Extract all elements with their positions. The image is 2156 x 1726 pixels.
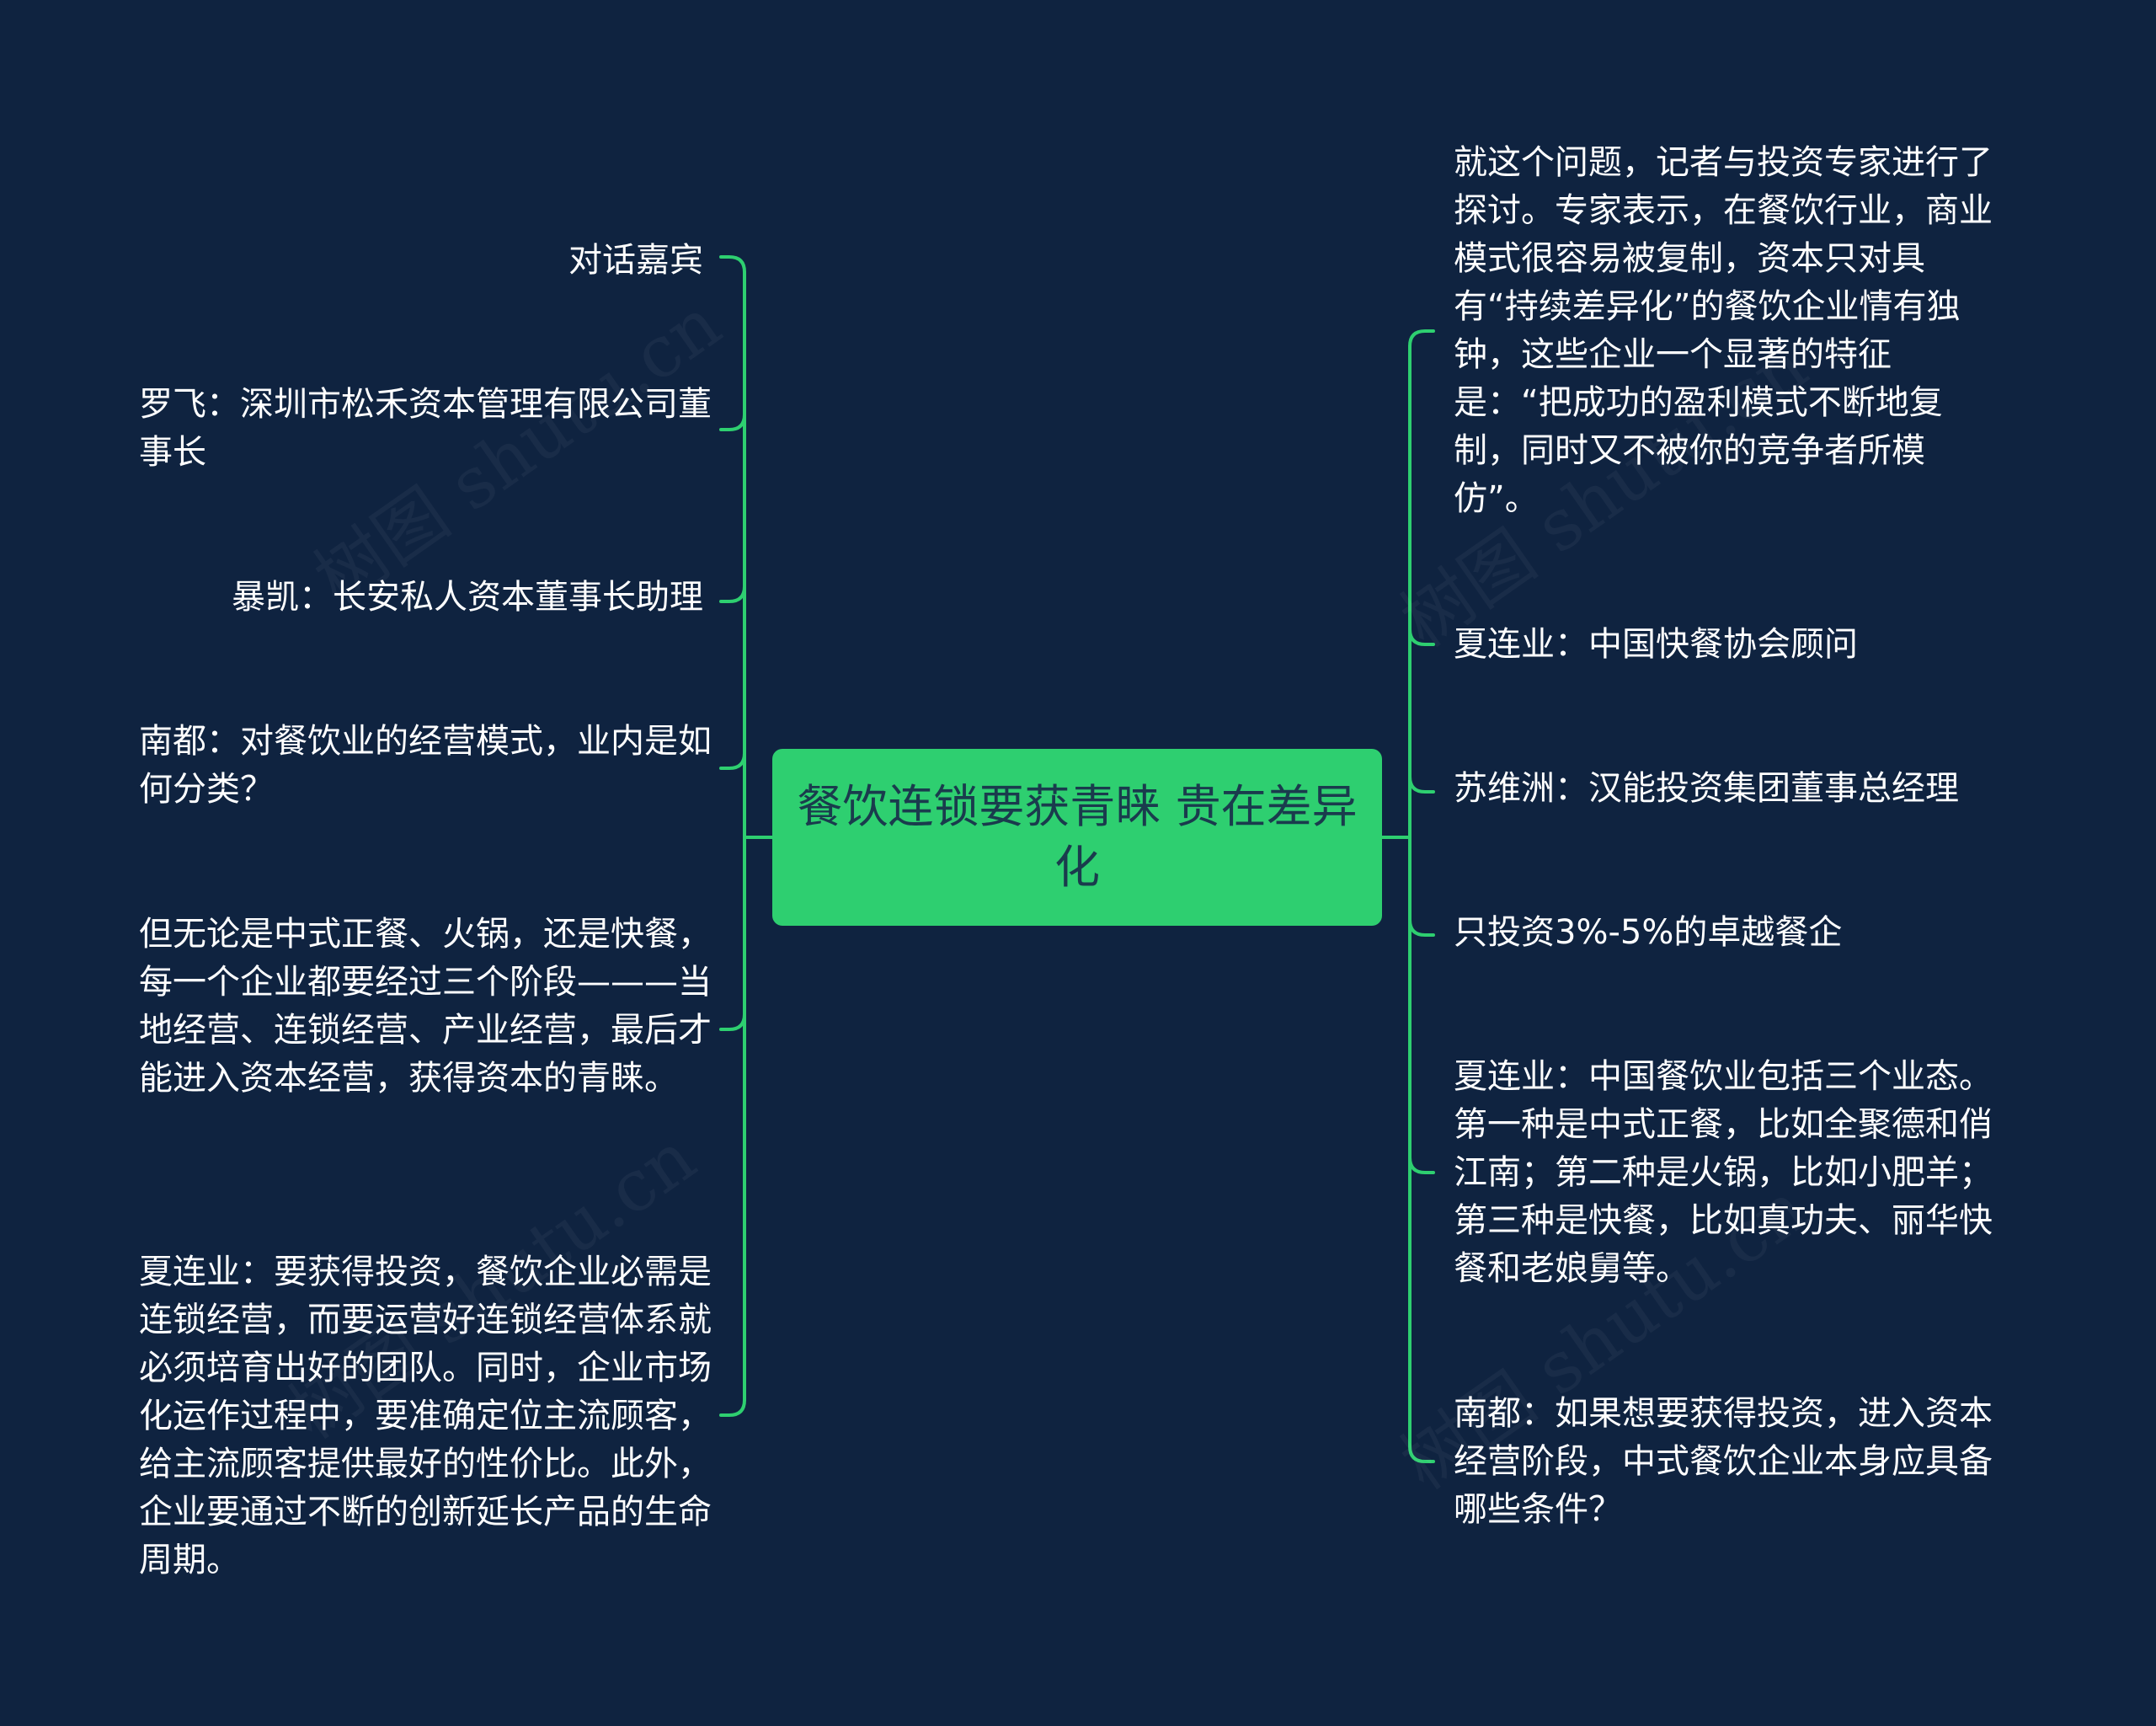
connector-right-branch [1408, 1445, 1435, 1463]
connector-left-branch [719, 751, 746, 770]
connector-right-branch [1408, 628, 1435, 646]
connector-left-branch [719, 413, 746, 431]
left-node-three-stages[interactable]: 但无论是中式正餐、火锅，还是快餐，每一个企业都要经过三个阶段———当地经营、连锁… [139, 915, 712, 1098]
central-topic-label: 餐饮连锁要获青睐 贵在差异化 [797, 780, 1358, 894]
connector-left-branch [719, 585, 746, 603]
left-node-xialianye-chain[interactable]: 夏连业：要获得投资，餐饮企业必需是连锁经营，而要运营好连锁经营体系就必须培育出好… [139, 1253, 712, 1579]
right-node-three-formats[interactable]: 夏连业：中国餐饮业包括三个业态。第一种是中式正餐，比如全聚德和俏江南；第二种是火… [1454, 1057, 1993, 1288]
right-node-question-conditions[interactable]: 南都：如果想要获得投资，进入资本经营阶段，中式餐饮企业本身应具备哪些条件？ [1454, 1394, 1993, 1529]
connector-right-branch [1408, 775, 1435, 794]
right-node-expert-discussion[interactable]: 就这个问题，记者与投资专家进行了探讨。专家表示，在餐饮行业，商业模式很容易被复制… [1454, 143, 1993, 518]
connector-left-branch [719, 255, 746, 274]
left-node-question-classification[interactable]: 南都：对餐饮业的经营模式，业内是如何分类？ [139, 722, 712, 809]
connector-left-branch [719, 1013, 746, 1031]
central-topic[interactable]: 餐饮连锁要获青睐 贵在差异化 [772, 749, 1382, 926]
left-node-guests-heading[interactable]: 对话嘉宾 [568, 241, 703, 280]
connector-right-branch [1408, 1156, 1435, 1174]
connector-right-branch [1408, 329, 1435, 348]
connector-left-branch [719, 1398, 746, 1417]
connector-right-branch [1408, 918, 1435, 937]
left-node-luofei[interactable]: 罗飞：深圳市松禾资本管理有限公司董事长 [139, 385, 712, 472]
right-node-suweizhou[interactable]: 苏维洲：汉能投资集团董事总经理 [1454, 769, 1959, 808]
right-node-invest-percentage[interactable]: 只投资3%-5%的卓越餐企 [1454, 913, 1843, 952]
left-node-baokai[interactable]: 暴凯：长安私人资本董事长助理 [232, 578, 703, 617]
right-node-xialianye-title[interactable]: 夏连业：中国快餐协会顾问 [1454, 625, 1858, 664]
